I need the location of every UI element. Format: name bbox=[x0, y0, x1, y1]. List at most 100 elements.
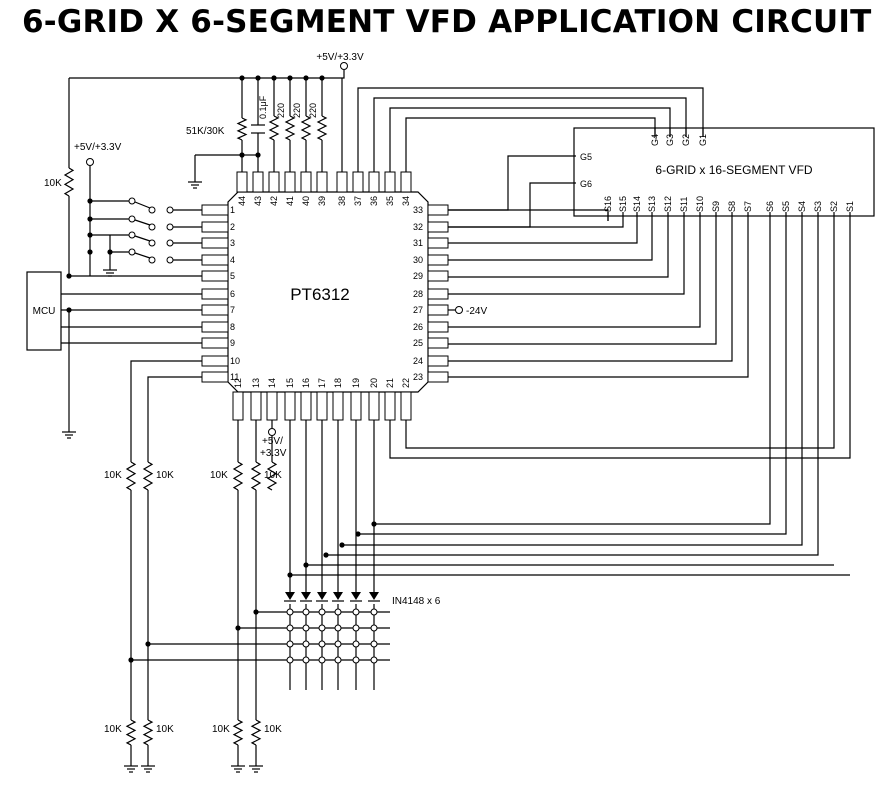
chip-name: PT6312 bbox=[290, 285, 350, 304]
switch-contact bbox=[370, 656, 378, 664]
chip-pin-label: 9 bbox=[230, 338, 235, 348]
junction-dot bbox=[235, 625, 241, 631]
junction-dot bbox=[303, 75, 309, 81]
switch-contact bbox=[318, 656, 326, 664]
chip-pin-top bbox=[352, 171, 364, 193]
junction-dot bbox=[66, 307, 72, 313]
chip-pin-top bbox=[368, 171, 380, 193]
resistor-10k bbox=[250, 719, 262, 746]
switch-contact bbox=[318, 624, 326, 632]
chip-pin-top bbox=[316, 171, 328, 193]
chip-pin-label: 10 bbox=[230, 356, 240, 366]
chip-pin-bottom bbox=[332, 391, 344, 421]
switch-contact bbox=[334, 608, 342, 616]
chip-pin-right bbox=[427, 337, 449, 349]
chip-pin-right bbox=[427, 304, 449, 316]
chip-pin-bottom bbox=[300, 391, 312, 421]
vfd-grid-label: G4 bbox=[650, 134, 660, 146]
chip-pin-top bbox=[300, 171, 312, 193]
chip-pin-left bbox=[201, 254, 229, 266]
chip-pin-label: 12 bbox=[233, 378, 243, 388]
chip-pin-label: 4 bbox=[230, 255, 235, 265]
diode bbox=[333, 592, 343, 600]
diode bbox=[369, 592, 379, 600]
resistor-220 bbox=[268, 115, 280, 141]
wiring bbox=[26, 62, 851, 766]
vfd-segment-label: S6 bbox=[765, 201, 775, 212]
switch-contact bbox=[148, 239, 156, 247]
chip-pin-label: 40 bbox=[301, 196, 311, 206]
chip-pin-label: 15 bbox=[285, 378, 295, 388]
chip-pin-label: 16 bbox=[301, 378, 311, 388]
vfd-segment-label: S7 bbox=[743, 201, 753, 212]
supply-top-label: +5V/+3.3V bbox=[316, 52, 364, 63]
diode bbox=[351, 592, 361, 600]
chip-pin-label: 29 bbox=[413, 271, 423, 281]
switch-contact bbox=[286, 656, 294, 664]
junction-dot bbox=[87, 216, 93, 222]
chip-pin-left bbox=[201, 304, 229, 316]
chip-pin-right bbox=[427, 254, 449, 266]
vfd-grid-label: G1 bbox=[698, 134, 708, 146]
junction-dot bbox=[371, 521, 377, 527]
junction-dot bbox=[271, 75, 277, 81]
res-top-label: 51K/30K bbox=[186, 126, 225, 137]
resistor-220 bbox=[316, 115, 328, 141]
res-bottom-label-2: 10K bbox=[156, 470, 174, 481]
chip-pin-label: 27 bbox=[413, 305, 423, 315]
junction-dot bbox=[287, 572, 293, 578]
switch-contact bbox=[128, 248, 136, 256]
vfd-segment-label: S9 bbox=[711, 201, 721, 212]
vfd-grid-label: G5 bbox=[580, 152, 592, 162]
switch-contact bbox=[286, 624, 294, 632]
res-bottom-label-8: 10K bbox=[264, 724, 282, 735]
chip-pin-top bbox=[336, 171, 348, 193]
chip-pin-label: 23 bbox=[413, 372, 423, 382]
switch-contact bbox=[370, 624, 378, 632]
vfd-segment-label: S4 bbox=[797, 201, 807, 212]
chip-pin-label: 6 bbox=[230, 289, 235, 299]
vfd-segment-label: S10 bbox=[695, 196, 705, 212]
switch-contact bbox=[370, 608, 378, 616]
chip-pin-top bbox=[284, 171, 296, 193]
vfd-segment-label: S15 bbox=[618, 196, 628, 212]
switch-contact bbox=[334, 656, 342, 664]
switch-contact bbox=[148, 223, 156, 231]
resistor-220 bbox=[284, 115, 296, 141]
chip-pin-label: 1 bbox=[230, 205, 235, 215]
switch-contact bbox=[334, 624, 342, 632]
junction-dot bbox=[239, 152, 245, 158]
junction-dot bbox=[355, 531, 361, 537]
switch-contact bbox=[148, 206, 156, 214]
chip-pin-label: 35 bbox=[385, 196, 395, 206]
junction-dot bbox=[323, 552, 329, 558]
vfd-grid-label: G2 bbox=[681, 134, 691, 146]
resistor-10k-left bbox=[63, 167, 75, 197]
chip-pin-top bbox=[268, 171, 280, 193]
vfd-display: 6-GRID x 16-SEGMENT VFD bbox=[573, 127, 875, 217]
switch-lever bbox=[134, 219, 151, 226]
chip-pin-label: 21 bbox=[385, 378, 395, 388]
switch-contact bbox=[302, 656, 310, 664]
chip-pin-top bbox=[384, 171, 396, 193]
supply-bottom-label-1: +5V/ bbox=[262, 436, 283, 447]
junction-dot bbox=[339, 542, 345, 548]
chip-pin-label: 38 bbox=[337, 196, 347, 206]
switch-contact bbox=[352, 624, 360, 632]
switch-contact bbox=[166, 206, 174, 214]
resistor-10k bbox=[125, 461, 137, 491]
chip-pin-label: 33 bbox=[413, 205, 423, 215]
chip-pin-label: 25 bbox=[413, 338, 423, 348]
chip-pin-label: 31 bbox=[413, 238, 423, 248]
res-left-label: 10K bbox=[44, 178, 62, 189]
resistor-10k bbox=[250, 461, 262, 491]
chip-pin-bottom bbox=[350, 391, 362, 421]
chip-pin-top bbox=[252, 171, 264, 193]
chip-pin-label: 24 bbox=[413, 356, 423, 366]
chip-pin-right bbox=[427, 221, 449, 233]
junction-dot bbox=[87, 198, 93, 204]
junction-dot bbox=[145, 641, 151, 647]
